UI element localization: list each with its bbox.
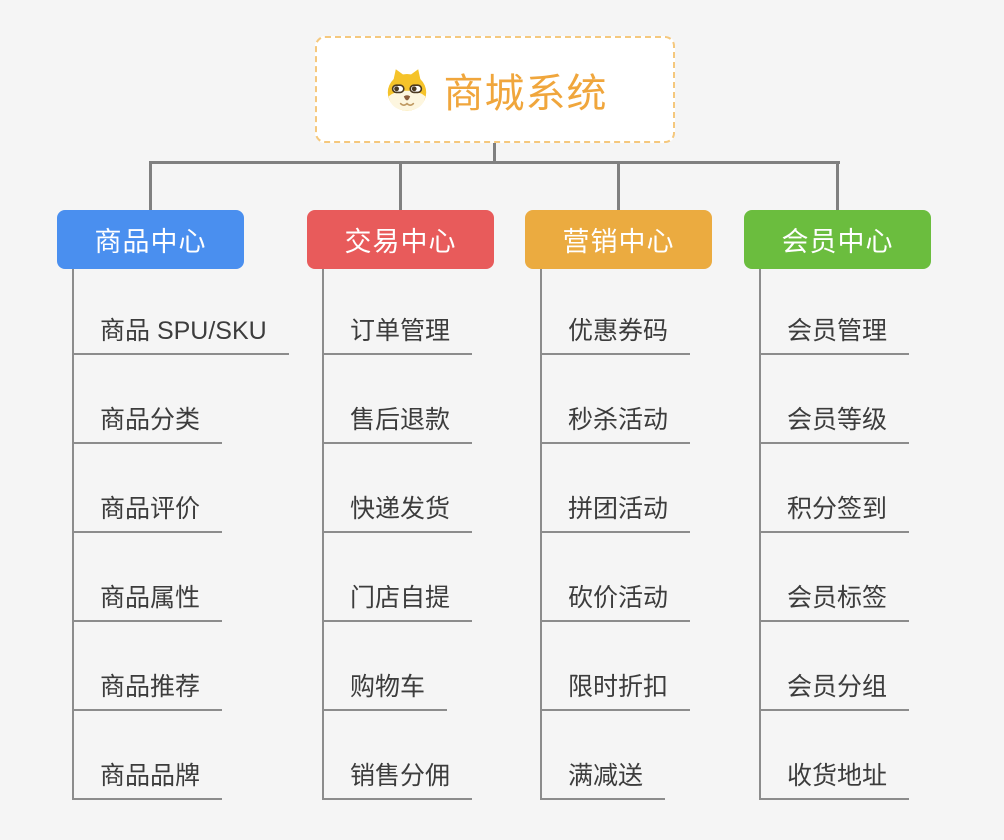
branch-item[interactable]: 限时折扣 — [540, 662, 691, 711]
branch-item[interactable]: 满减送 — [540, 751, 666, 800]
root-node[interactable]: 商城系统 — [315, 36, 675, 143]
branch-item[interactable]: 秒杀活动 — [540, 395, 691, 444]
branch-item[interactable]: 购物车 — [322, 662, 448, 711]
connector-horizontal-bar — [149, 161, 840, 164]
branch-item[interactable]: 砍价活动 — [540, 573, 691, 622]
branch-item[interactable]: 商品推荐 — [72, 662, 223, 711]
branch-item[interactable]: 会员标签 — [759, 573, 910, 622]
branch-item[interactable]: 会员等级 — [759, 395, 910, 444]
branch-item[interactable]: 拼团活动 — [540, 484, 691, 533]
branch-header-trade-center[interactable]: 交易中心 — [307, 210, 494, 269]
connector-drop — [836, 161, 839, 210]
branch-item[interactable]: 销售分佣 — [322, 751, 473, 800]
branch-trunk-line — [72, 269, 74, 800]
branch-trunk-line — [322, 269, 324, 800]
connector-drop — [149, 161, 152, 210]
branch-item[interactable]: 优惠券码 — [540, 306, 691, 355]
branch-header-member-center[interactable]: 会员中心 — [744, 210, 931, 269]
branch-item[interactable]: 积分签到 — [759, 484, 910, 533]
connector-drop — [617, 161, 620, 210]
branch-item[interactable]: 商品 SPU/SKU — [72, 306, 289, 355]
branch-item[interactable]: 商品评价 — [72, 484, 223, 533]
branch-item[interactable]: 会员分组 — [759, 662, 910, 711]
root-title: 商城系统 — [443, 71, 608, 116]
shiba-dog-icon — [383, 67, 431, 113]
branch-item[interactable]: 门店自提 — [322, 573, 473, 622]
connector-root-stem — [493, 143, 496, 162]
branch-item[interactable]: 收货地址 — [759, 751, 910, 800]
branch-item[interactable]: 商品属性 — [72, 573, 223, 622]
branch-item[interactable]: 商品品牌 — [72, 751, 223, 800]
branch-header-product-center[interactable]: 商品中心 — [57, 210, 244, 269]
branch-trunk-line — [540, 269, 542, 800]
connector-drop — [399, 161, 402, 210]
branch-header-marketing-center[interactable]: 营销中心 — [525, 210, 712, 269]
branch-item[interactable]: 售后退款 — [322, 395, 473, 444]
branch-trunk-line — [759, 269, 761, 800]
branch-item[interactable]: 会员管理 — [759, 306, 910, 355]
branch-item[interactable]: 订单管理 — [322, 306, 473, 355]
branch-item[interactable]: 快递发货 — [322, 484, 473, 533]
branch-item[interactable]: 商品分类 — [72, 395, 223, 444]
